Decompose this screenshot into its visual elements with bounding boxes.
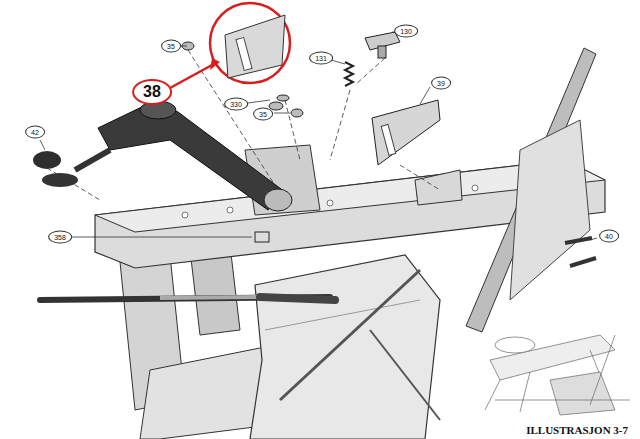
rod-sleeve xyxy=(160,297,260,298)
spring xyxy=(345,62,353,86)
plate-slot xyxy=(381,124,396,155)
curved-plate xyxy=(250,255,440,439)
block-part xyxy=(378,46,386,58)
plate-part xyxy=(372,100,440,165)
rod-grip xyxy=(260,297,335,300)
leader-line xyxy=(170,65,212,88)
bracket xyxy=(415,170,462,205)
assembly-line xyxy=(47,50,440,200)
side-plate xyxy=(510,120,590,300)
callout-number: 35 xyxy=(253,108,273,121)
inset-view xyxy=(485,335,630,415)
small-part xyxy=(255,232,269,242)
callout-number: 131 xyxy=(309,52,333,65)
callout-number: 130 xyxy=(394,25,418,38)
callout-number: 39 xyxy=(431,77,451,90)
callout-number: 38 xyxy=(132,79,172,105)
highlight-circle xyxy=(210,3,290,83)
fasteners xyxy=(182,42,303,117)
plate-part xyxy=(225,15,285,78)
strut xyxy=(280,270,420,400)
plate-slot xyxy=(236,38,252,71)
blade xyxy=(466,48,596,332)
callout-number: 358 xyxy=(48,231,72,244)
callout-number: 42 xyxy=(25,126,45,139)
callout-number: 40 xyxy=(599,230,619,243)
strut xyxy=(370,330,440,420)
leader-line xyxy=(40,32,597,240)
callout-number: 35 xyxy=(161,40,181,53)
shaft-spring xyxy=(264,189,292,211)
crank-handle xyxy=(75,150,110,170)
crank-handle xyxy=(42,173,78,187)
callout-number: 330 xyxy=(224,98,248,111)
knob xyxy=(33,151,61,169)
bolt xyxy=(565,238,596,266)
figure-caption: ILLUSTRASJON 3-7 xyxy=(524,424,630,436)
plate-edge xyxy=(265,300,420,330)
leader-arrowhead xyxy=(210,58,220,70)
crank-arm xyxy=(98,103,285,210)
